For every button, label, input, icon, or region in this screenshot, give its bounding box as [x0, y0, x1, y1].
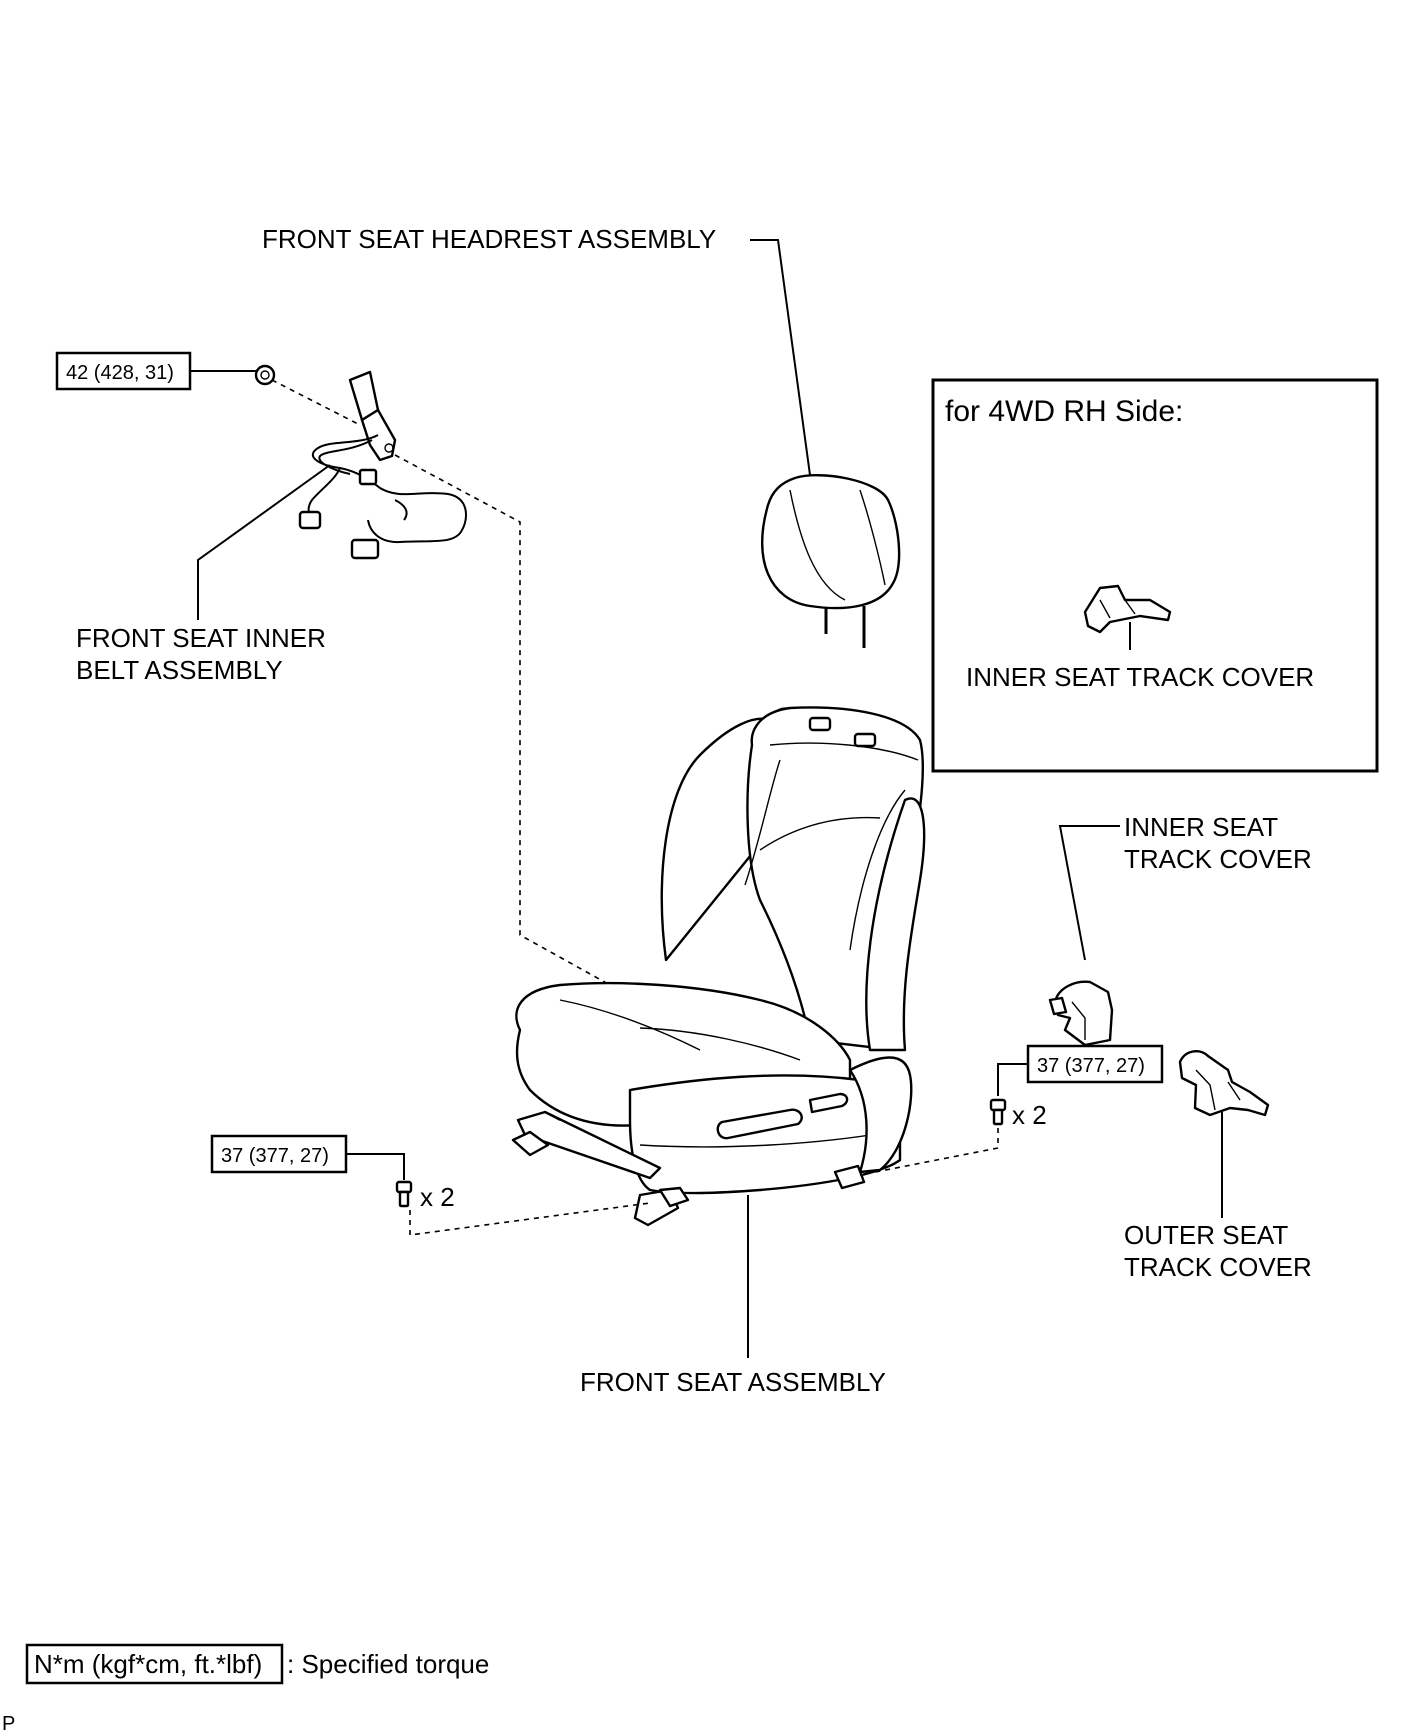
headrest-label: FRONT SEAT HEADREST ASSEMBLY: [262, 224, 716, 254]
right-bolt-icon: [989, 1098, 1007, 1126]
headrest-illustration: [760, 474, 901, 648]
outer-seat-track-cover-label-line1: OUTER SEAT: [1124, 1220, 1288, 1250]
left-bolts-torque-value: 37 (377, 27): [221, 1145, 329, 1167]
inner-belt-label-line2: BELT ASSEMBLY: [76, 655, 283, 685]
left-bolts-torque-box: [210, 1134, 348, 1174]
outer-seat-track-cover-label-line2: TRACK COVER: [1124, 1252, 1312, 1282]
inset-title: for 4WD RH Side:: [945, 395, 1183, 428]
inset-4wd-rh-box: [931, 378, 1379, 773]
front-seat-illustration: [511, 706, 926, 1227]
belt-mount-dash-line: [394, 454, 611, 986]
right-bolts-quantity: x 2: [1012, 1100, 1047, 1130]
right-bolts-torque-leader: [997, 1063, 1028, 1096]
headrest-leader-line: [750, 239, 811, 476]
inner-belt-illustration: [298, 370, 468, 560]
right-bolts-torque-box: [1026, 1044, 1164, 1084]
left-bolts-dash-line: [409, 1202, 651, 1236]
front-seat-label: FRONT SEAT ASSEMBLY: [580, 1367, 886, 1397]
inner-seat-track-cover-leader: [1058, 825, 1120, 961]
right-bolts-dash-line: [859, 1128, 999, 1176]
left-bolt-icon: [395, 1180, 413, 1208]
corner-mark: P: [2, 1713, 15, 1734]
left-bolts-torque-leader: [346, 1153, 405, 1180]
legend-torque-units: N*m (kgf*cm, ft.*lbf): [34, 1649, 262, 1679]
inset-inner-seat-track-cover-illustration: [1083, 584, 1172, 634]
belt-nut-dash-line: [271, 379, 361, 426]
belt-nut-icon: [254, 364, 276, 386]
inner-seat-track-cover-label-line1: INNER SEAT: [1124, 812, 1278, 842]
right-bolts-torque-value: 37 (377, 27): [1037, 1055, 1145, 1077]
inner-belt-label-line1: FRONT SEAT INNER: [76, 623, 326, 653]
left-bolts-quantity: x 2: [420, 1182, 455, 1212]
belt-nut-torque-box: [55, 351, 192, 391]
legend-torque-box: [25, 1643, 284, 1685]
inner-seat-track-cover-illustration: [1048, 980, 1114, 1047]
belt-nut-torque-value: 42 (428, 31): [66, 362, 174, 384]
inset-part-label: INNER SEAT TRACK COVER: [966, 662, 1314, 692]
inner-belt-leader-line: [197, 464, 331, 620]
inner-seat-track-cover-label-line2: TRACK COVER: [1124, 844, 1312, 874]
outer-seat-track-cover-illustration: [1178, 1050, 1270, 1117]
legend-torque-text: : Specified torque: [287, 1649, 489, 1679]
